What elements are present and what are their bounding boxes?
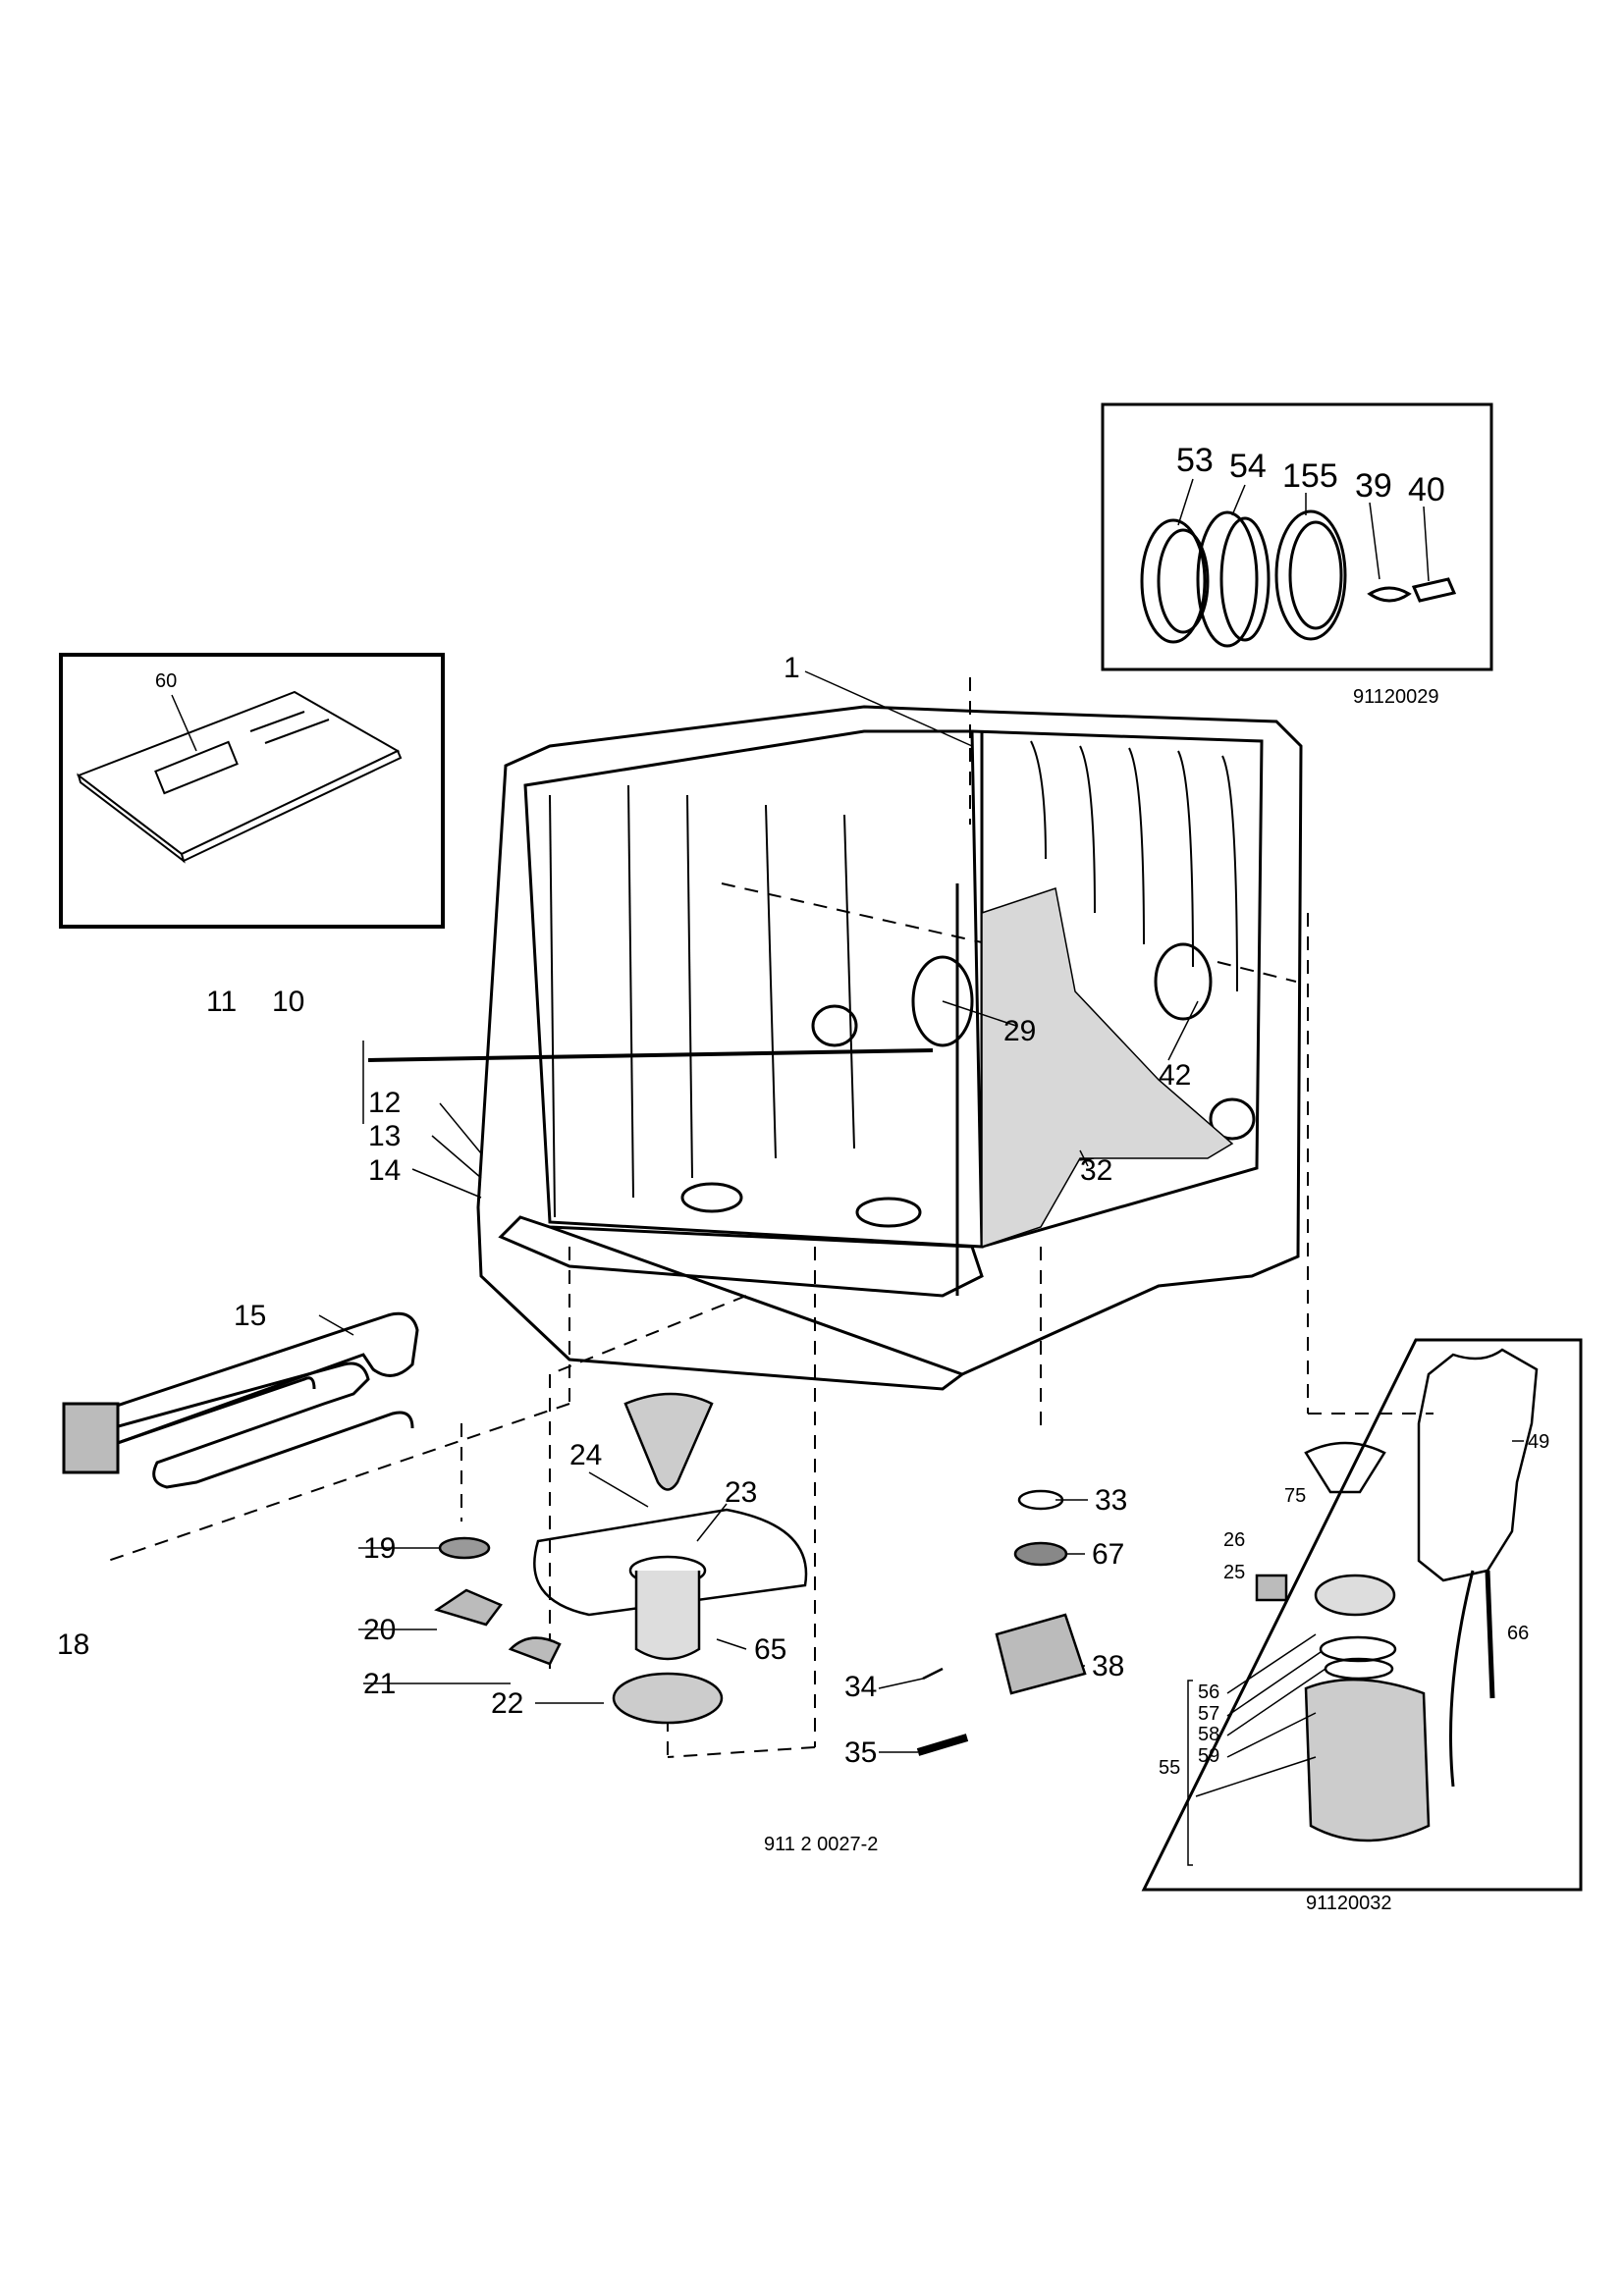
label-15: 15 bbox=[234, 1300, 266, 1332]
main-labels: 1 29 42 32 11 10 12 13 14 15 18 19 20 21… bbox=[57, 652, 1191, 1855]
label-34: 34 bbox=[844, 1671, 877, 1703]
label-75: 75 bbox=[1284, 1485, 1306, 1507]
label-53: 53 bbox=[1176, 442, 1214, 479]
label-155: 155 bbox=[1282, 457, 1338, 495]
label-14: 14 bbox=[368, 1154, 401, 1187]
label-21: 21 bbox=[363, 1668, 396, 1700]
pump-components-icon bbox=[434, 1392, 808, 1725]
label-60: 60 bbox=[155, 670, 177, 692]
label-39: 39 bbox=[1355, 467, 1392, 505]
label-35: 35 bbox=[844, 1736, 877, 1769]
softener-inset: 49 75 26 25 56 57 58 59 55 66 91120032 bbox=[1141, 1338, 1583, 1914]
hose-leader-line bbox=[362, 1041, 934, 1124]
diagram-id: 911 2 0027-2 bbox=[764, 1834, 878, 1855]
door-seal-inset-frame bbox=[1101, 402, 1493, 671]
label-12: 12 bbox=[368, 1087, 401, 1119]
softener-inset-code: 91120032 bbox=[1306, 1893, 1392, 1914]
label-1: 1 bbox=[784, 652, 800, 684]
insulation-patch bbox=[981, 887, 1234, 1249]
manual-inset-frame bbox=[59, 653, 445, 929]
label-67: 67 bbox=[1092, 1538, 1124, 1571]
door-seal-inset-code: 91120029 bbox=[1353, 686, 1439, 708]
dashed-assembly-lines bbox=[107, 677, 1434, 1758]
tub-body bbox=[476, 705, 1303, 1391]
heating-element-icon bbox=[62, 1311, 419, 1489]
label-20: 20 bbox=[363, 1614, 396, 1646]
door-seal-inset: 53 54 155 39 40 91120029 bbox=[1101, 402, 1493, 708]
label-33: 33 bbox=[1095, 1484, 1127, 1517]
label-38: 38 bbox=[1092, 1650, 1124, 1682]
label-57: 57 bbox=[1198, 1703, 1219, 1725]
label-24: 24 bbox=[569, 1439, 602, 1471]
label-18: 18 bbox=[57, 1629, 89, 1661]
label-29: 29 bbox=[1003, 1015, 1036, 1047]
softener-inset-frame bbox=[1141, 1338, 1583, 1892]
label-54: 54 bbox=[1229, 448, 1267, 485]
label-10: 10 bbox=[272, 986, 304, 1018]
label-32: 32 bbox=[1080, 1154, 1112, 1187]
label-13: 13 bbox=[368, 1120, 401, 1152]
valve-components-icon bbox=[916, 1489, 1087, 1756]
leader-lines bbox=[318, 670, 1199, 1753]
manual-booklet-icon bbox=[76, 690, 403, 864]
label-66: 66 bbox=[1507, 1623, 1529, 1644]
label-11: 11 bbox=[206, 986, 237, 1018]
label-40: 40 bbox=[1408, 471, 1445, 508]
softener-unit-icon bbox=[1255, 1348, 1539, 1842]
label-58: 58 bbox=[1198, 1724, 1219, 1745]
label-25: 25 bbox=[1223, 1562, 1245, 1583]
label-65: 65 bbox=[754, 1633, 786, 1666]
label-22: 22 bbox=[491, 1687, 523, 1720]
label-23: 23 bbox=[725, 1476, 757, 1509]
label-49: 49 bbox=[1528, 1431, 1549, 1453]
label-26: 26 bbox=[1223, 1529, 1245, 1551]
manual-inset: 60 bbox=[59, 653, 445, 929]
label-19: 19 bbox=[363, 1532, 396, 1565]
label-55: 55 bbox=[1159, 1757, 1180, 1779]
label-42: 42 bbox=[1159, 1059, 1191, 1092]
label-59: 59 bbox=[1198, 1745, 1219, 1767]
seal-rings-icon bbox=[1140, 509, 1457, 648]
label-56: 56 bbox=[1198, 1682, 1219, 1703]
